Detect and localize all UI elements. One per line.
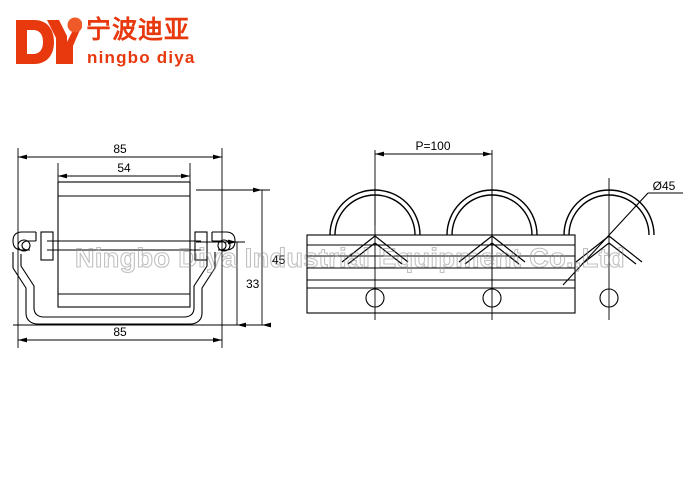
roller-body-outline: [57, 181, 191, 308]
logo-chinese-name: 宁波迪亚: [86, 15, 191, 44]
side-elevation-view: [306, 150, 683, 320]
bracket-clip-left: [12, 231, 37, 252]
company-logo: 宁波迪亚 ningbo diya: [14, 14, 224, 74]
dimension-pitch: [374, 150, 493, 285]
roller-1: [329, 189, 421, 320]
axle-boss-left: [40, 231, 54, 261]
logo-pinyin-name: ningbo diya: [87, 48, 196, 67]
label-right-inner: 33: [246, 277, 260, 291]
label-top-outer: 85: [113, 142, 127, 156]
leader-diameter: [562, 192, 683, 286]
axle-boss-right: [194, 231, 208, 261]
dimension-labels: 85 54 45 33 85 P=100 Ø45: [113, 139, 675, 339]
roller-3: [563, 178, 655, 320]
support-bracket-outer: [12, 252, 216, 325]
roller-2: [446, 189, 538, 320]
label-roller-diameter: Ø45: [653, 179, 676, 193]
label-right-outer: 45: [272, 253, 286, 267]
rail-body: [306, 234, 576, 314]
bracket-clip-right: [211, 231, 236, 252]
support-bracket-inner: [20, 254, 208, 318]
label-pitch: P=100: [415, 139, 450, 153]
label-top-inner: 54: [117, 161, 131, 175]
label-bottom-outer: 85: [113, 325, 127, 339]
dy-monogram-icon: [16, 17, 82, 64]
axle-shaft: [47, 240, 201, 251]
cross-section-view: [12, 148, 271, 348]
